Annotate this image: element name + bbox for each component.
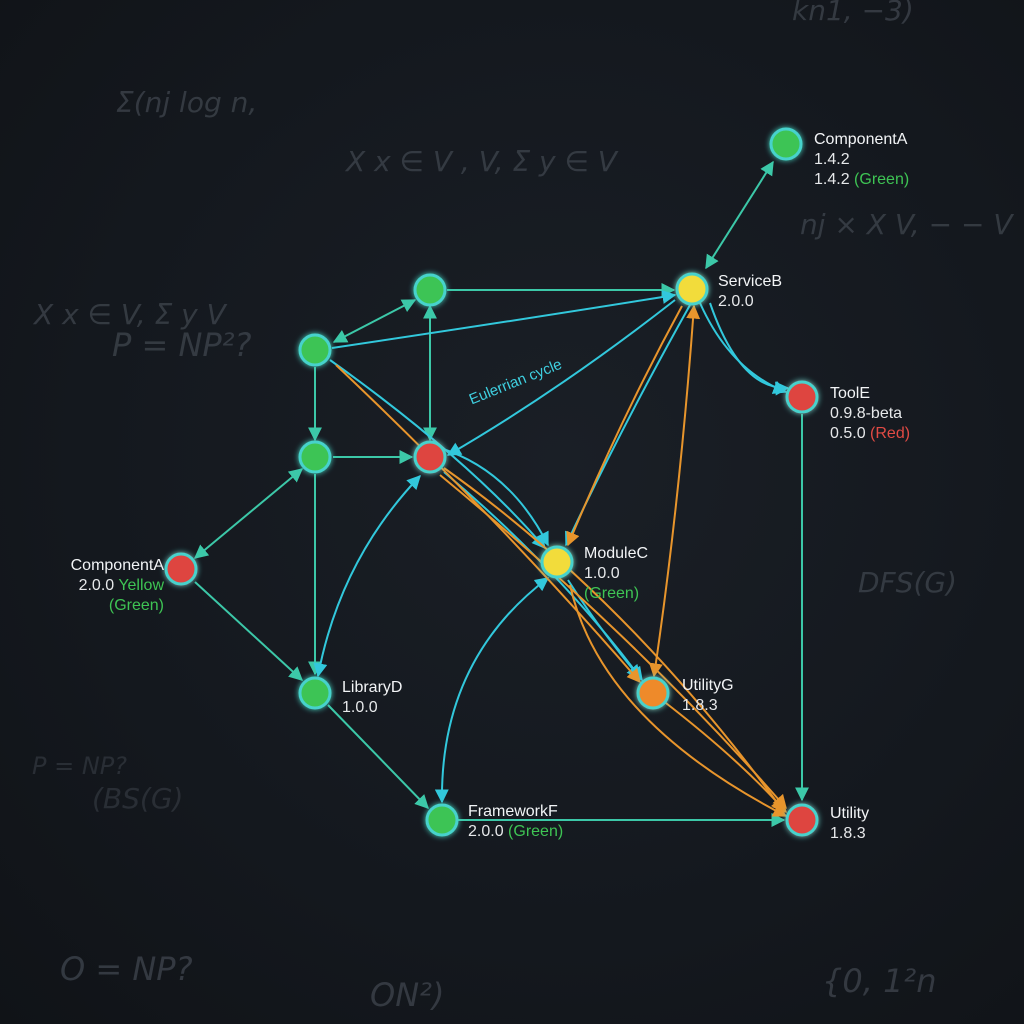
edge <box>434 577 550 804</box>
node-label-utilityg: UtilityG 1.8.3 <box>682 676 734 716</box>
edge <box>331 290 677 349</box>
edge <box>661 699 787 814</box>
node-version-suffix: (Green) <box>108 597 164 614</box>
bg-formula: X x ∈ V , V, Σ y ∈ V <box>346 145 617 178</box>
node-name: Utility <box>830 805 870 822</box>
node-label-componenta-left: ComponentA 2.0.0 Yellow (Green) <box>40 556 164 616</box>
edge <box>705 160 774 270</box>
node-version: 2.0.0 Yellow <box>78 577 164 594</box>
edge <box>193 468 304 559</box>
node-version: 0.9.8-beta <box>830 405 903 422</box>
node-name: ModuleC <box>584 545 649 562</box>
node-name: ComponentA <box>70 557 164 574</box>
node-name: ServiceB <box>718 273 783 290</box>
bg-formula: X x ∈ V, Σ y V <box>34 298 226 331</box>
graph-node-yellow[interactable] <box>675 272 709 306</box>
bg-formula: O = NP? <box>60 950 193 988</box>
node-version: 0.5.0 (Red) <box>830 425 911 442</box>
graph-node-green[interactable] <box>425 803 459 837</box>
edge <box>329 359 546 550</box>
edge <box>567 579 641 680</box>
node-label-modulec: ModuleC 1.0.0 (Green) <box>584 544 648 604</box>
node-version: 1.4.2 (Green) <box>814 171 910 188</box>
edge <box>439 447 549 547</box>
bg-formula: DFS(G) <box>858 566 957 599</box>
graph-node-green[interactable] <box>298 333 332 367</box>
edge <box>332 299 417 343</box>
bg-formula: nj × X V, − − V <box>800 208 1013 241</box>
bg-formula: (BS(G) <box>92 782 184 815</box>
node-version: 1.0.0 <box>584 565 620 582</box>
node-label-componenta-top: ComponentA 1.4.2 1.4.2 (Green) <box>814 130 909 190</box>
node-version-suffix: (Green) <box>584 585 640 602</box>
graph-node-green[interactable] <box>298 440 332 474</box>
node-name: FrameworkF <box>468 803 558 820</box>
graph-node-green[interactable] <box>769 127 803 161</box>
edge <box>313 474 421 678</box>
bg-formula: {0, 1²n <box>822 962 937 1000</box>
node-version: 2.0.0 (Green) <box>468 823 564 840</box>
edge <box>569 584 788 817</box>
edge <box>443 467 785 814</box>
graph-node-red[interactable] <box>785 380 819 414</box>
graph-node-red[interactable] <box>785 803 819 837</box>
edge <box>648 304 701 678</box>
node-version: 1.8.3 <box>682 697 718 714</box>
node-version: 1.4.2 <box>814 151 850 168</box>
node-label-serviceb: ServiceB 2.0.0 <box>718 272 782 312</box>
node-version: 1.8.3 <box>830 825 866 842</box>
graph-node-red[interactable] <box>164 552 198 586</box>
edge <box>439 474 787 810</box>
node-label-toole: ToolE 0.9.8-beta 0.5.0 (Red) <box>830 384 910 444</box>
graph-node-green[interactable] <box>413 273 447 307</box>
node-version: 2.0.0 <box>718 293 754 310</box>
edge <box>194 581 304 681</box>
graph-node-yellow[interactable] <box>540 545 574 579</box>
graph-node-red[interactable] <box>413 440 447 474</box>
bg-formula: P = NP²? <box>112 326 252 364</box>
edge <box>709 302 790 396</box>
node-label-frameworkf: FrameworkF 2.0.0 (Green) <box>468 802 563 842</box>
node-name: ToolE <box>830 385 871 402</box>
nodes <box>164 127 819 837</box>
node-name: ComponentA <box>814 131 908 148</box>
bg-formula: P = NP? <box>32 752 128 780</box>
edge <box>565 304 691 547</box>
node-name: UtilityG <box>682 677 734 694</box>
graph-node-green[interactable] <box>298 676 332 710</box>
edge <box>699 302 788 394</box>
node-name: LibraryD <box>342 679 403 696</box>
node-label-libraryd: LibraryD 1.0.0 <box>342 678 402 718</box>
graph-node-orange[interactable] <box>636 676 670 710</box>
edges <box>193 160 809 827</box>
bg-formula: kn1, −3) <box>792 0 914 27</box>
edge <box>446 299 676 456</box>
node-version: 1.0.0 <box>342 699 378 716</box>
node-label-utility: Utility 1.8.3 <box>830 804 869 844</box>
edge <box>327 704 429 810</box>
bg-formula: Σ(nj log n, <box>116 86 258 119</box>
bg-formula: ON²) <box>370 976 445 1014</box>
